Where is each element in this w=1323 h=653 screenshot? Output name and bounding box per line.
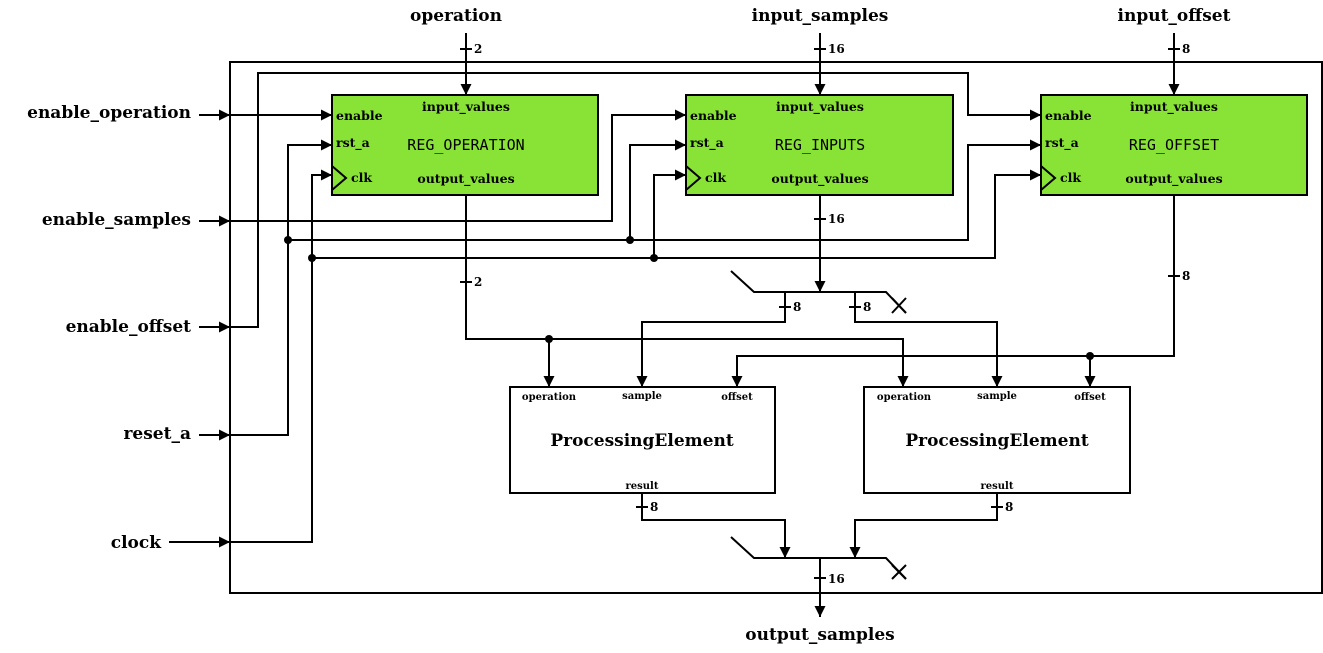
- reg-inputs-rst-port: rst_a: [690, 135, 724, 151]
- reg-operation: enable rst_a clk input_values REG_OPERAT…: [331, 94, 599, 196]
- split-b-width: 8: [863, 300, 871, 314]
- operation-input-label: operation: [410, 6, 502, 26]
- reg-operation-clock-triangle: [331, 165, 348, 191]
- processing-element-1: operation sample offset ProcessingElemen…: [509, 386, 776, 494]
- clock-wire-to-reg-inputs: [312, 169, 686, 259]
- input-samples-label: input_samples: [752, 6, 889, 26]
- reg-inputs-output-port: output_values: [771, 171, 868, 187]
- reg-offset-name: REG_OFFSET: [1129, 136, 1219, 154]
- reg-offset-output-port: output_values: [1125, 171, 1222, 187]
- samples-reg-out-width: 16: [828, 212, 845, 226]
- clock-junction-1: [308, 254, 316, 262]
- offset-junction: [1086, 352, 1094, 360]
- output-merger-x: [891, 564, 907, 580]
- pe1-sample-port: sample: [622, 391, 662, 402]
- reg-offset-enable-port: enable: [1045, 108, 1092, 123]
- pe1-name: ProcessingElement: [550, 431, 733, 451]
- enable-operation-label: enable_operation: [27, 103, 191, 123]
- reset-a-wire-to-reg-offset: [630, 139, 1041, 241]
- pe1-result-width: 8: [650, 500, 658, 514]
- operation-reg-output-wire: [465, 195, 909, 387]
- reg-inputs: enable rst_a clk input_values REG_INPUTS…: [685, 94, 954, 196]
- clock-label: clock: [111, 533, 162, 553]
- operation-junction: [545, 335, 553, 343]
- split-a-width: 8: [793, 300, 801, 314]
- samples-splitter: [730, 270, 907, 314]
- reg-offset-clk-port: clk: [1060, 170, 1081, 185]
- pe2-result-wire: [849, 493, 998, 558]
- pe1-result-wire: [641, 493, 791, 558]
- clock-junction-2: [650, 254, 658, 262]
- enable-offset-label: enable_offset: [66, 317, 192, 337]
- reg-inputs-name: REG_INPUTS: [775, 136, 865, 154]
- reg-inputs-clk-port: clk: [705, 170, 726, 185]
- reset-a-wire-to-reg-inputs: [288, 139, 686, 241]
- output-merger: [730, 536, 907, 580]
- pe2-operation-port: operation: [877, 392, 932, 403]
- operation-reg-out-width: 2: [474, 275, 482, 289]
- processing-element-2-box: [863, 386, 1131, 494]
- clock-wire-to-reg-operation: [230, 169, 332, 543]
- enable-samples-wire: [230, 109, 686, 222]
- reg-inputs-box: [685, 94, 954, 196]
- processing-element-1-box: [509, 386, 776, 494]
- output-width: 16: [828, 572, 845, 586]
- samples-splitter-x: [891, 297, 907, 314]
- reg-operation-name: REG_OPERATION: [407, 136, 524, 154]
- reg-offset-box: [1040, 94, 1308, 196]
- reg-inputs-input-port: input_values: [776, 99, 864, 115]
- processing-element-2: operation sample offset ProcessingElemen…: [863, 386, 1131, 494]
- reg-offset-input-port: input_values: [1130, 99, 1218, 115]
- input-offset-width: 8: [1182, 42, 1190, 56]
- enable-samples-label: enable_samples: [42, 210, 191, 230]
- pe2-sample-port: sample: [977, 391, 1017, 402]
- enable-offset-wire: [230, 72, 1041, 328]
- offset-reg-out-width: 8: [1182, 269, 1190, 283]
- reg-operation-enable-port: enable: [336, 108, 383, 123]
- pe2-result-width: 8: [1005, 500, 1013, 514]
- input-samples-width: 16: [828, 42, 845, 56]
- pe2-offset-port: offset: [1074, 392, 1106, 403]
- reg-operation-rst-port: rst_a: [336, 135, 370, 151]
- clock-wire-to-reg-offset: [654, 169, 1041, 259]
- input-offset-label: input_offset: [1118, 6, 1231, 26]
- pe2-result-port: result: [981, 481, 1014, 492]
- pe1-result-port: result: [626, 481, 659, 492]
- pe1-operation-port: operation: [522, 392, 577, 403]
- pe1-offset-port: offset: [721, 392, 753, 403]
- reg-operation-input-port: input_values: [422, 99, 510, 115]
- operation-input-width: 2: [474, 42, 482, 56]
- output-samples-label: output_samples: [745, 625, 894, 645]
- reg-inputs-enable-port: enable: [690, 108, 737, 123]
- reset-a-junction-2: [626, 236, 634, 244]
- reg-offset-clock-triangle: [1040, 165, 1057, 191]
- reg-offset: enable rst_a clk input_values REG_OFFSET…: [1040, 94, 1308, 196]
- pe2-name: ProcessingElement: [905, 431, 1088, 451]
- reset-a-wire-to-reg-operation: [230, 139, 332, 436]
- reg-inputs-clock-triangle: [685, 165, 702, 191]
- reset-a-label: reset_a: [123, 424, 191, 444]
- reg-operation-clk-port: clk: [351, 170, 372, 185]
- reset-a-junction-1: [284, 236, 292, 244]
- reg-operation-output-port: output_values: [417, 171, 514, 187]
- reg-offset-rst-port: rst_a: [1045, 135, 1079, 151]
